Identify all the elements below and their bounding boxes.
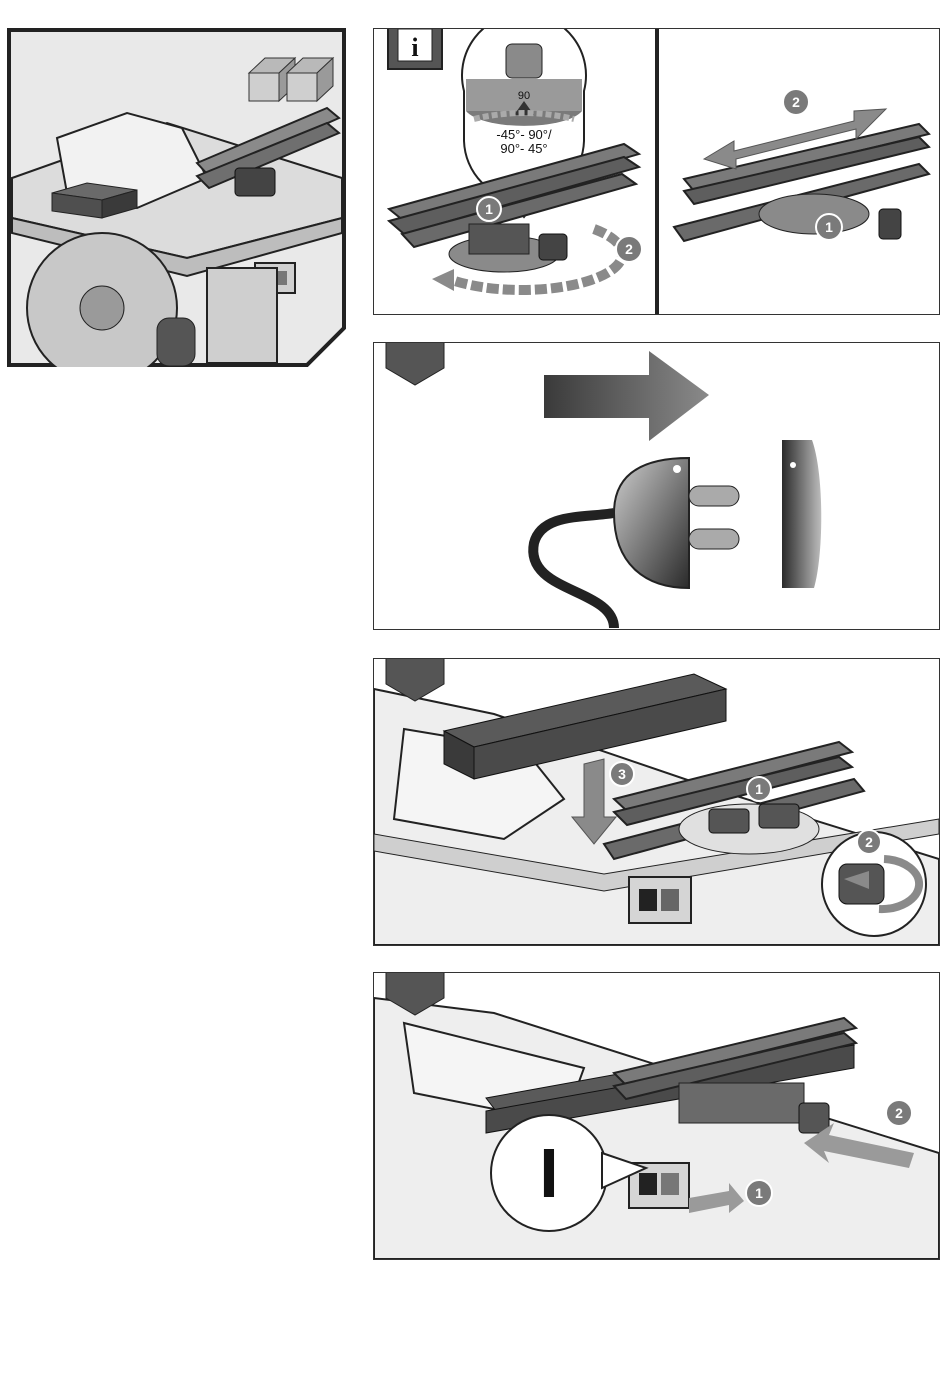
arrow-right-icon [544,351,709,441]
fence-adjust-panel: 3 1 2 [373,658,940,946]
switch-on-illustration: 2 1 I [374,973,939,1259]
step-number-1d: 1 [755,1185,763,1201]
socket-icon [782,440,821,588]
plug-icon [533,458,739,628]
step-number-2: 2 [625,241,633,257]
overview-panel [7,28,346,367]
unplug-panel [373,342,940,630]
fence-adjust-illustration: 3 1 2 [374,659,939,945]
switch-box [629,877,691,923]
unplug-illustration [374,343,939,629]
step-number-3: 3 [618,766,626,782]
step-number-1c: 1 [755,781,763,797]
step-badge [386,343,444,385]
switch-on-symbol: I [539,1134,558,1212]
step-number-1b: 1 [825,219,833,235]
switch-on-panel: 2 1 I [373,972,940,1260]
overview-illustration [7,28,346,367]
step-number-2b: 2 [792,94,800,110]
angle-adjust-illustration: i 90 -45°- 90°/ 90°- 45° 1 [374,29,939,314]
angle-range-line2: 90°- 45° [500,141,547,156]
angle-adjust-panel: i 90 -45°- 90°/ 90°- 45° 1 [373,28,940,315]
step-number-1: 1 [485,201,493,217]
step-number-2c: 2 [865,834,873,850]
wood-pieces-icon [249,58,333,101]
angle-range-line1: -45°- 90°/ [496,127,552,142]
step-number-2d: 2 [895,1105,903,1121]
dial-scale-value: 90 [518,90,530,102]
info-icon-letter: i [411,33,418,62]
